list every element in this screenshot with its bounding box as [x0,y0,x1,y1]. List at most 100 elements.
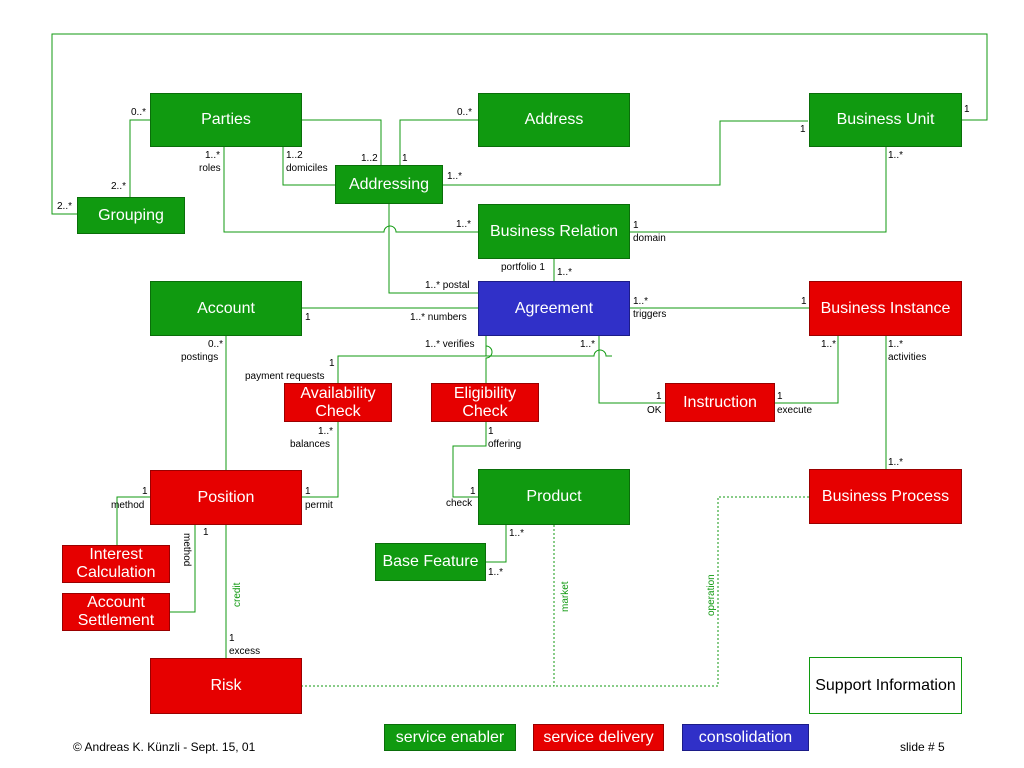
label-grouping-parties: 2..* [111,181,127,192]
line-position-settlement [170,525,196,613]
interest-calculation-label-2: Calculation [76,564,156,581]
label-agr-triggers: triggers [633,309,667,320]
label-br-agreement: 1..* [557,267,573,278]
label-pos-permit-mult: 1 [305,486,311,497]
label-prod-bf: 1..* [509,528,525,539]
risk-box: Risk [150,658,302,714]
label-credit: credit [232,582,243,607]
label-instr-exec-mult: 1 [777,391,783,402]
label-addressing-bu: 1..* [447,171,463,182]
eligibility-check-label-1: Eligibility [453,384,517,402]
label-grouping-left: 2..* [57,201,73,212]
label-acc-postings: postings [181,352,219,363]
line-product-basefeature [486,525,507,563]
label-agr-verifies: 1..* verifies [425,339,475,350]
address-box: Address [478,93,630,147]
product-box: Product [478,469,630,525]
label-bu-bottom: 1..* [888,150,904,161]
legend-consolidation: consolidation [682,724,809,751]
line-agreement-instruction [598,336,665,404]
label-instr-ok-mult: 1 [656,391,662,402]
label-parties-grouping: 0..* [131,107,147,118]
label-addressing-left: 1..2 [361,153,378,164]
label-bi-act-mult: 1..* [888,339,904,350]
label-bp-top: 1..* [888,457,904,468]
product-label: Product [526,488,582,505]
instruction-box: Instruction [665,383,775,422]
line-instruction-businessinstance [775,336,839,404]
label-elig-offering: offering [488,439,522,450]
line-addressing-agreement [388,204,478,294]
legend-service-enabler: service enabler [384,724,516,751]
label-agr-postal: 1..* postal [425,280,470,291]
label-prod-check-mult: 1 [470,486,476,497]
account-settlement-label-2: Settlement [77,612,155,629]
account-settlement-box: Account Settlement [62,593,170,631]
label-agr-numbers: 1..* numbers [410,312,467,323]
account-box: Account [150,281,302,336]
label-risk-excess-mult: 1 [229,633,235,644]
business-process-label: Business Process [821,487,950,505]
label-avail-balances: balances [290,439,331,450]
label-agr-right: 1..* [633,296,649,307]
label-bi-activities: activities [888,352,927,363]
base-feature-label: Base Feature [382,553,479,570]
label-bu-top: 1 [964,104,970,115]
business-instance-label: Business Instance [820,299,951,317]
legend-service-delivery: service delivery [533,724,664,751]
label-pos-method2-mult: 1 [203,527,209,538]
support-information-label: Support Information [815,676,956,694]
parties-box: Parties [150,93,302,147]
availability-check-label-1: Availability [300,384,376,402]
label-bf-prod: 1..* [488,567,504,578]
legend-service-enabler-label: service enabler [395,728,505,746]
label-parties-domiciles: domiciles [286,163,328,174]
availability-check-box: Availability Check [284,383,392,422]
label-pos-method-mult: 1 [142,486,148,497]
business-instance-box: Business Instance [809,281,962,336]
grouping-box: Grouping [77,197,185,234]
label-avail-payment: payment requests [245,371,325,382]
label-market: market [560,581,571,612]
eligibility-check-box: Eligibility Check [431,383,539,422]
label-risk-excess: excess [229,646,261,657]
label-bi-left: 1 [801,296,807,307]
agreement-box: Agreement [478,281,630,336]
line-parties-grouping [129,119,150,197]
availability-check-label-2: Check [315,402,361,420]
label-parties-mult: 1..* [205,150,221,161]
label-bu-left: 1 [800,124,806,135]
label-acc-right: 1 [305,312,311,323]
line-agreement-eligibility [485,345,493,383]
label-br-right: 1 [633,220,639,231]
legend-service-delivery-label: service delivery [543,728,654,746]
line-availability-position [302,422,339,498]
eligibility-check-label-2: Check [462,402,508,420]
business-process-box: Business Process [809,469,962,524]
label-addressing-right: 1 [402,153,408,164]
line-grouping-businessunit [51,33,988,215]
label-bi-instr: 1..* [821,339,837,350]
interest-calculation-box: Interest Calculation [62,545,170,583]
line-eligibility-product [452,422,487,498]
label-pos-permit: permit [305,500,333,511]
label-acc-postings-mult: 0..* [208,339,224,350]
label-br-portfolio: portfolio 1 [501,262,545,273]
parties-label: Parties [201,111,251,128]
position-box: Position [150,470,302,525]
grouping-label: Grouping [98,206,164,224]
label-instr-execute: execute [777,405,813,416]
line-parties-addressing [302,119,382,165]
line-businessprocess-risk-operation [554,496,809,687]
label-br-left: 1..* [456,219,472,230]
label-address-addressing: 0..* [457,107,473,118]
label-pos-method: method [111,500,145,511]
position-label: Position [197,488,255,506]
risk-label: Risk [210,677,242,694]
label-prod-check: check [446,498,473,509]
label-pos-method2: method [181,533,192,567]
label-parties-dom-mult: 1..2 [286,150,303,161]
support-information-box: Support Information [809,657,962,714]
label-avail-bal-mult: 1..* [318,426,334,437]
